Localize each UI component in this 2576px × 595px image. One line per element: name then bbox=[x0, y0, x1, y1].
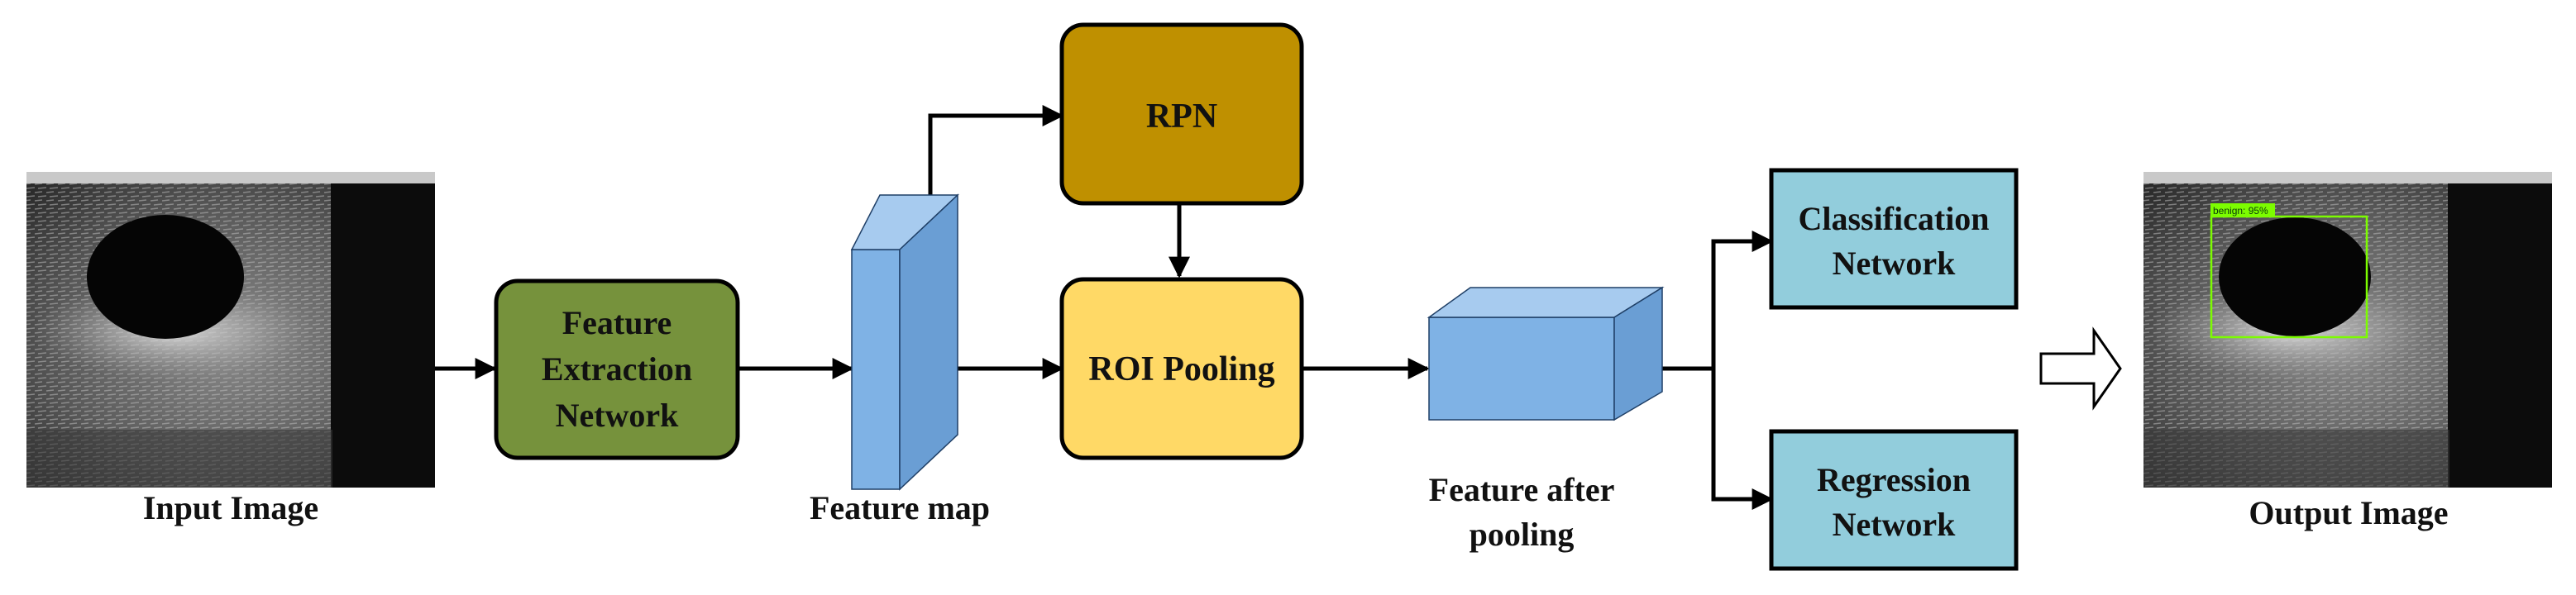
detection-tag-bg bbox=[2210, 203, 2275, 217]
hollow-right-arrow-icon bbox=[2039, 326, 2122, 411]
classification-line2: Network bbox=[1833, 245, 1957, 282]
detection-box bbox=[2210, 215, 2368, 339]
regression-line1: Regression bbox=[1817, 461, 1971, 498]
regression-line2: Network bbox=[1833, 506, 1957, 543]
feature-extraction-line3: Network bbox=[556, 397, 680, 434]
pooled-feature-cube bbox=[1427, 286, 1665, 421]
classification-network-box: Classification Network bbox=[1769, 168, 2019, 310]
feature-extraction-line2: Extraction bbox=[542, 350, 692, 388]
output-image-label: Output Image bbox=[2249, 494, 2448, 531]
input-image-label: Input Image bbox=[143, 489, 318, 526]
input-image bbox=[26, 172, 435, 488]
detection-tag: benign: 95% bbox=[2213, 205, 2268, 217]
feature-after-pooling-line2: pooling bbox=[1470, 516, 1575, 553]
classification-line1: Classification bbox=[1798, 200, 1989, 237]
output-image: benign: 95% bbox=[2143, 172, 2552, 488]
feature-map-label: Feature map bbox=[810, 489, 990, 526]
rpn-box: RPN bbox=[1059, 22, 1304, 206]
feature-extraction-line1: Feature bbox=[562, 304, 672, 341]
regression-network-box: Regression Network bbox=[1769, 429, 2019, 571]
feature-map-cube bbox=[850, 193, 959, 491]
rpn-label: RPN bbox=[1146, 98, 1217, 136]
feature-after-pooling-line1: Feature after bbox=[1429, 471, 1615, 508]
feature-extraction-network: Feature Extraction Network bbox=[494, 278, 740, 460]
roi-pooling-box: ROI Pooling bbox=[1059, 277, 1304, 460]
arrows bbox=[435, 105, 1774, 510]
roi-pooling-label: ROI Pooling bbox=[1088, 350, 1274, 388]
